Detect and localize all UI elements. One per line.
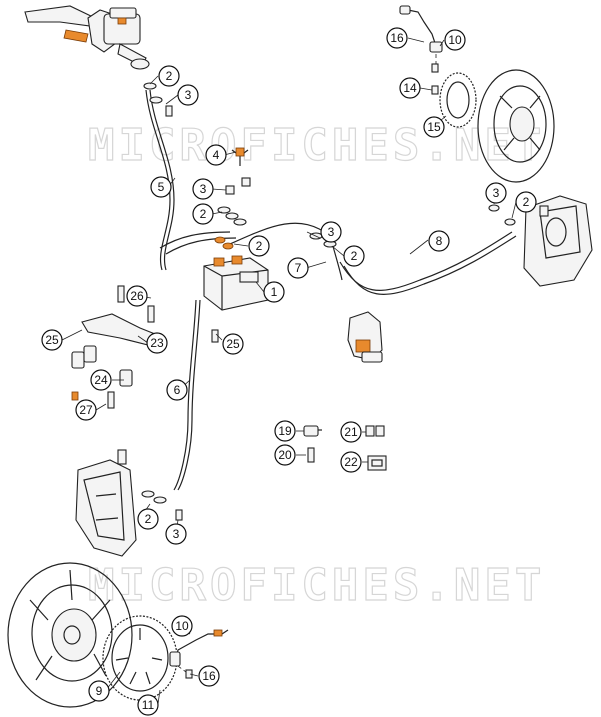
callout-3-e-label: 3: [173, 527, 180, 541]
callout-22-label: 22: [344, 455, 358, 469]
callout-3-b-label: 3: [200, 182, 207, 196]
callout-2-f: 2: [137, 508, 159, 530]
front-brake-disc: [7, 562, 133, 708]
rear-brake-caliper: [523, 195, 593, 287]
callout-20: 20: [274, 444, 296, 466]
callout-3-e: 3: [165, 523, 187, 545]
callout-25-b: 25: [222, 333, 244, 355]
callout-2-c-label: 2: [256, 239, 263, 253]
callout-26: 26: [126, 285, 148, 307]
callout-9-label: 9: [96, 684, 103, 698]
callout-6: 6: [166, 379, 188, 401]
callout-8-label: 8: [436, 234, 443, 248]
callouts: 1 2 2 2 2 2 2 3 3 3 3 3 4 5 6 7 8 9 10 1…: [41, 27, 537, 716]
callout-16-a-label: 16: [390, 31, 404, 45]
callout-7-label: 7: [295, 261, 302, 275]
callout-3-c: 3: [320, 221, 342, 243]
callout-3-a: 3: [177, 84, 199, 106]
callout-2-b: 2: [192, 203, 214, 225]
brake-line-8-inner: [343, 235, 517, 295]
callout-4-label: 4: [213, 148, 220, 162]
callout-2-a: 2: [158, 65, 180, 87]
callout-2-f-label: 2: [145, 512, 152, 526]
watermark-top: MICROFICHES.NET: [88, 120, 545, 171]
callout-19: 19: [274, 420, 296, 442]
rear-sensor-ring: [439, 72, 477, 128]
callout-3-c-label: 3: [328, 225, 335, 239]
callout-24-label: 24: [94, 373, 108, 387]
front-speed-sensor: [169, 629, 229, 679]
callout-5: 5: [150, 176, 172, 198]
callout-3-d: 3: [485, 182, 507, 204]
brake-line-8: [339, 231, 513, 291]
callout-25-a-label: 25: [45, 333, 59, 347]
callout-10-a-label: 10: [448, 33, 462, 47]
rear-speed-sensor: [399, 5, 443, 95]
brake-line-5: [145, 89, 171, 271]
callout-16-a: 16: [386, 27, 408, 49]
callout-3-b: 3: [192, 178, 214, 200]
small-parts-group: [303, 425, 387, 471]
watermark-bottom: MICROFICHES.NET: [88, 560, 545, 611]
callout-2-e: 2: [515, 191, 537, 213]
callout-15: 15: [423, 116, 445, 138]
callout-2-d-label: 2: [351, 249, 358, 263]
callout-5-label: 5: [158, 180, 165, 194]
callout-7: 7: [287, 257, 309, 279]
callout-1: 1: [263, 281, 285, 303]
brake-line-6: [173, 299, 197, 491]
callout-10-b-label: 10: [175, 619, 189, 633]
callout-2-c: 2: [248, 235, 270, 257]
callout-16-b-label: 16: [202, 669, 216, 683]
callout-9: 9: [88, 680, 110, 702]
callout-10-b: 10: [171, 615, 193, 637]
callout-26-label: 26: [130, 289, 144, 303]
callout-2-d: 2: [343, 245, 365, 267]
callout-23-label: 23: [150, 336, 164, 350]
callout-25-b-label: 25: [226, 337, 240, 351]
callout-15-label: 15: [427, 120, 441, 134]
callout-19-label: 19: [278, 424, 292, 438]
callout-6-label: 6: [174, 383, 181, 397]
callout-10-a: 10: [444, 29, 466, 51]
callout-24: 24: [90, 369, 112, 391]
rear-master-cylinder: [347, 311, 383, 363]
callout-27: 27: [75, 399, 97, 421]
abs-bracket: [71, 285, 161, 409]
callout-2-e-label: 2: [523, 195, 530, 209]
front-sensor-ring: [102, 615, 178, 701]
callout-21: 21: [340, 421, 362, 443]
callout-11-label: 11: [142, 698, 155, 712]
brake-line-5-inner: [149, 89, 175, 271]
callout-25-a: 25: [41, 329, 63, 351]
callout-4: 4: [205, 144, 227, 166]
callout-14: 14: [399, 77, 421, 99]
callout-22: 22: [340, 451, 362, 473]
callout-27-label: 27: [79, 403, 93, 417]
callout-1-label: 1: [271, 285, 278, 299]
callout-20-label: 20: [278, 448, 292, 462]
callout-23: 23: [146, 332, 168, 354]
brake-line-6-inner: [177, 299, 201, 491]
callout-8: 8: [428, 230, 450, 252]
callout-21-label: 21: [344, 425, 358, 439]
abs-modulator: [203, 255, 269, 311]
rear-brake-disc: [477, 69, 555, 183]
callout-3-a-label: 3: [185, 88, 192, 102]
callout-2-a-label: 2: [166, 69, 173, 83]
front-brake-caliper: [75, 449, 137, 557]
callout-16-b: 16: [198, 665, 220, 687]
callout-14-label: 14: [403, 81, 417, 95]
front-master-cylinder: [24, 5, 150, 70]
callout-2-b-label: 2: [200, 207, 207, 221]
callout-3-d-label: 3: [493, 186, 500, 200]
callout-11: 11: [137, 694, 159, 716]
banjo-fittings: [141, 82, 516, 521]
